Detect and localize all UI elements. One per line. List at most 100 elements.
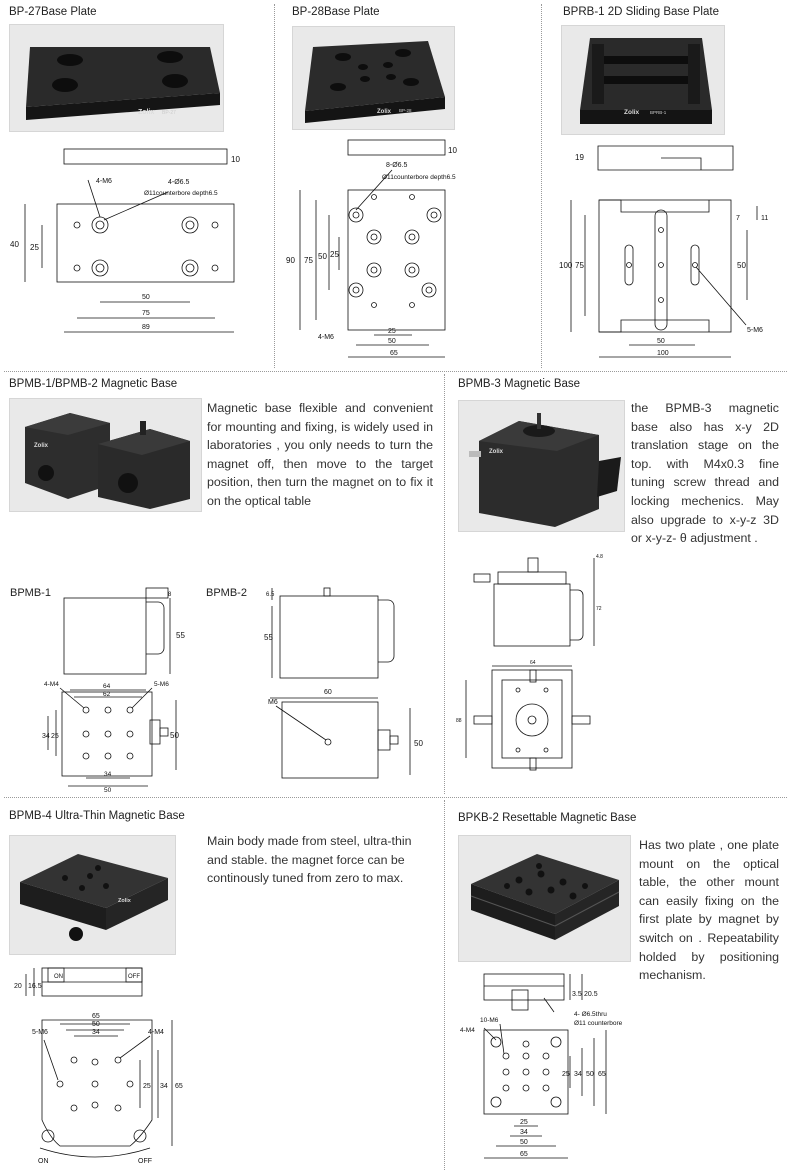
model-text: BP-28: [399, 108, 412, 113]
dim-label: 40: [10, 240, 19, 249]
dim-label: 8: [168, 592, 172, 598]
brand-text: Zolix: [377, 109, 392, 115]
dim-label: 55: [264, 633, 273, 642]
product-description: Magnetic base flexible and convenient fo…: [207, 401, 433, 508]
drawing-label: BPMB-1: [10, 587, 51, 599]
dim-label: Ø11 counterbore: [574, 1020, 623, 1027]
dim-label: 25: [520, 1119, 528, 1126]
dim-label: 7: [736, 215, 740, 222]
brand-text: Zolix: [624, 109, 640, 116]
dim-label: 64: [103, 683, 111, 690]
dim-label: 34: [574, 1071, 582, 1078]
separator: [444, 800, 445, 1170]
dim-label: 62: [103, 691, 111, 698]
separator: [541, 4, 542, 368]
dim-label: 4-M6: [318, 334, 334, 341]
dim-label: 25: [51, 733, 59, 740]
dim-label: 3.5: [572, 991, 582, 998]
technical-drawing: 8 55 4-M4 5-M6 64 62 34 25 50 34 50: [0, 580, 200, 794]
section-title: BPRB-1 2D Sliding Base Plate: [563, 6, 719, 18]
dim-label: 50: [520, 1139, 528, 1146]
dim-label: 4-M6: [96, 178, 112, 185]
dim-label: 55: [176, 631, 185, 640]
dim-label: 65: [598, 1071, 606, 1078]
product-description: Main body made from steel, ultra-thin an…: [207, 834, 412, 886]
technical-drawing: 4.8 72 64 88: [444, 540, 614, 790]
dim-label: 25: [30, 243, 39, 252]
dim-label: 72: [596, 606, 602, 612]
section-title: BPKB-2 Resettable Magnetic Base: [458, 812, 637, 824]
dim-label: 50: [92, 1021, 100, 1028]
product-photo: Zolix BPRB-1: [561, 25, 725, 135]
technical-drawing: 6.5 55 60 M6 50: [200, 580, 444, 790]
dim-label: 50: [737, 261, 746, 270]
dim-label: 5-M6: [32, 1029, 48, 1036]
dim-label: 75: [304, 256, 313, 265]
separator: [4, 797, 787, 798]
dim-label: 25: [562, 1071, 570, 1078]
brand-text: Zolix: [138, 109, 154, 116]
technical-drawing: 10 8-Ø6.5 Ø11counterbore depth6.5 4-M6 9…: [274, 135, 541, 365]
product-photo: Zolix BP-28: [292, 26, 455, 130]
dim-label: 88: [456, 718, 462, 724]
dim-label: 89: [142, 324, 150, 331]
separator: [4, 371, 787, 372]
dim-label: 10: [231, 155, 240, 164]
dim-label: 64: [530, 660, 536, 666]
product-photo: Zolix BP-27: [9, 24, 224, 132]
section-title: BPMB-1/BPMB-2 Magnetic Base: [9, 378, 178, 390]
brand-text: Zolix: [118, 898, 132, 904]
dim-label: 34: [520, 1129, 528, 1136]
product-photo: [458, 835, 631, 962]
dim-label: 34: [42, 733, 50, 740]
dim-label: 34: [104, 771, 112, 778]
dim-label: 8-Ø6.5: [386, 162, 408, 169]
dim-label: 10: [448, 146, 457, 155]
dim-label: ON: [38, 1158, 49, 1165]
dim-label: 25: [143, 1083, 151, 1090]
product-photo: Zolix: [9, 398, 202, 512]
dim-label: 50: [388, 338, 396, 345]
dim-label: 19: [575, 153, 584, 162]
dim-label: 50: [142, 294, 150, 301]
dim-label: 5-M6: [747, 327, 763, 334]
dim-label: 4-M4: [44, 681, 59, 688]
dim-label: 50: [414, 739, 423, 748]
dim-label: 34: [92, 1029, 100, 1036]
dim-label: Ø11counterbore depth6.5: [382, 174, 456, 181]
section-title: BPMB-4 Ultra-Thin Magnetic Base: [9, 810, 185, 822]
dim-label: 20.5: [584, 991, 598, 998]
product-photo: Zolix: [9, 835, 176, 955]
dim-label: 50: [104, 787, 112, 794]
brand-text: Zolix: [34, 443, 49, 449]
product-description: Has two plate , one plate mount on the o…: [639, 838, 779, 983]
dim-label: 11: [761, 215, 768, 222]
drawing-label: BPMB-2: [206, 587, 247, 599]
dim-label: 20: [14, 983, 22, 990]
dim-label: 4.8: [596, 554, 603, 560]
technical-drawing: 20 16.5 ON OFF 5-M6 4-M4 65 50 34 25 34 …: [0, 960, 200, 1170]
dim-label: 34: [160, 1083, 168, 1090]
dim-label: 10-M6: [480, 1017, 499, 1024]
dim-label: 65: [92, 1013, 100, 1020]
separator: [444, 374, 445, 794]
dim-label: 25: [330, 250, 339, 259]
section-title: BPMB-3 Magnetic Base: [458, 378, 581, 390]
dim-label: 6.5: [266, 592, 275, 598]
dim-label: 65: [520, 1151, 528, 1158]
model-text: BP-27: [162, 110, 176, 116]
dim-label: 50: [586, 1071, 594, 1078]
technical-drawing: 3.5 20.5 4- Ø6.5thru Ø11 counterbore 10-…: [444, 968, 644, 1170]
product-description: the BPMB-3 magnetic base also has x-y 2D…: [631, 401, 779, 546]
dim-label: OFF: [128, 974, 140, 980]
dim-label: OFF: [138, 1158, 152, 1165]
dim-label: 50: [657, 338, 665, 345]
dim-label: 4-M4: [460, 1027, 475, 1034]
dim-label: 60: [324, 689, 332, 696]
section-title: BP-27Base Plate: [9, 6, 97, 18]
dim-label: 25: [388, 328, 396, 335]
dim-label: 75: [575, 261, 584, 270]
model-text: BPRB-1: [650, 110, 667, 115]
dim-label: 50: [318, 252, 327, 261]
dim-label: M6: [268, 699, 278, 706]
